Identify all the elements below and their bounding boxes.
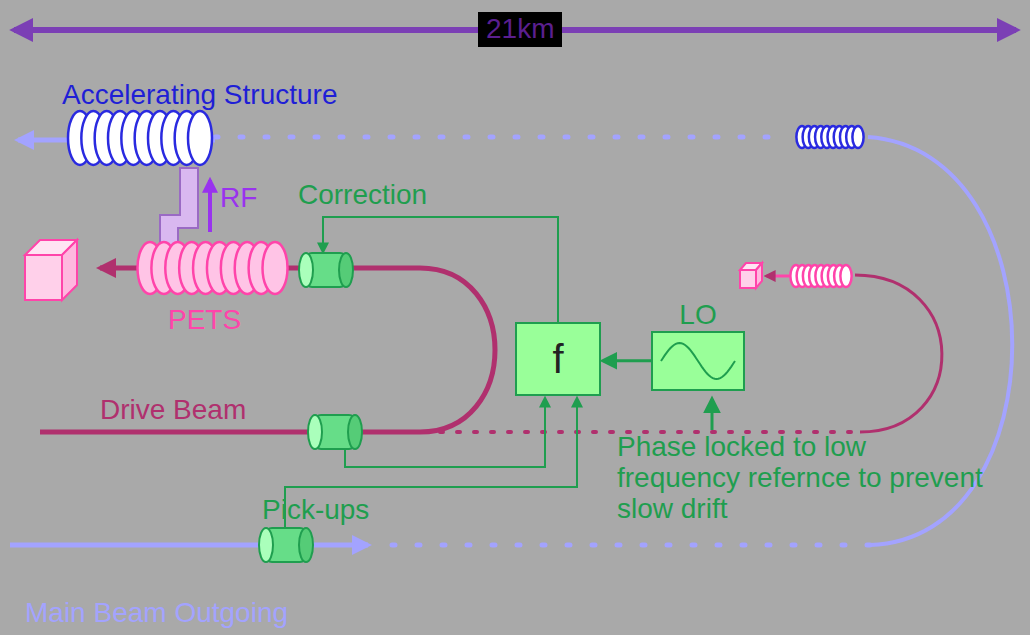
beam-dump [25, 240, 77, 300]
rf-arrow [208, 180, 212, 232]
signal-name: RF [220, 183, 257, 214]
part-name: PETS [168, 305, 241, 336]
function-box: f [515, 322, 601, 396]
note: Phase locked to low frequency refernce t… [617, 432, 992, 524]
dimension-label: 21km [478, 12, 562, 47]
part-name: Drive Beam [100, 395, 246, 426]
drive-beam [40, 268, 495, 432]
pickup [259, 528, 313, 562]
node-label: LO [651, 300, 745, 331]
pickup [308, 415, 362, 449]
beam-dump [740, 263, 762, 288]
part-name: Accelerating Structure [62, 80, 337, 111]
main-beam-dotted [380, 543, 870, 548]
main-beam-dotted [215, 135, 790, 140]
function-symbol: f [515, 322, 601, 396]
node-label: f [552, 337, 563, 381]
pickup [299, 253, 353, 287]
coil [138, 242, 288, 294]
coil [790, 265, 851, 287]
lock-arrow [711, 399, 714, 430]
oscillator-box: LO [651, 300, 745, 391]
main-beam-outgoing [10, 543, 368, 548]
coil [796, 126, 863, 148]
correction-wire [323, 217, 558, 322]
signal-arrow [603, 359, 651, 362]
pickup-wire [345, 398, 545, 467]
part-name: Pick-ups [262, 495, 369, 526]
drive-beam-turnaround [855, 275, 942, 432]
signal-name: Correction [298, 180, 427, 211]
part-name: Main Beam Outgoing [25, 598, 288, 629]
coil [68, 111, 212, 165]
oscillator-symbol [651, 331, 745, 391]
